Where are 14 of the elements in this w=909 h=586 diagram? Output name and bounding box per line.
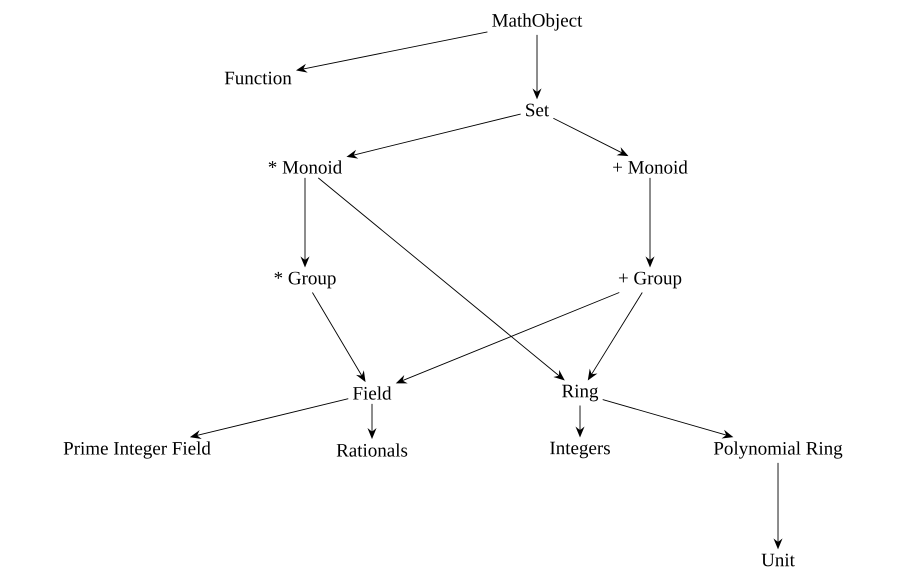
node-label: Rationals <box>336 443 408 457</box>
node-label: * Group <box>274 272 336 288</box>
node-label: Integers <box>550 442 610 458</box>
node-label: Ring <box>562 384 598 402</box>
node-label: Field <box>353 386 392 400</box>
node-label: Prime Integer Field <box>64 441 211 459</box>
node-label: Unit <box>762 554 795 566</box>
node-label: * Monoid <box>268 160 342 174</box>
node-label: Set <box>526 104 550 116</box>
node-label: + Group <box>618 272 682 288</box>
node-label: Function <box>224 72 292 84</box>
node-label: Polynomial Ring <box>714 441 842 459</box>
node-label: MathObject <box>492 13 582 31</box>
node-label: + Monoid <box>613 160 688 174</box>
